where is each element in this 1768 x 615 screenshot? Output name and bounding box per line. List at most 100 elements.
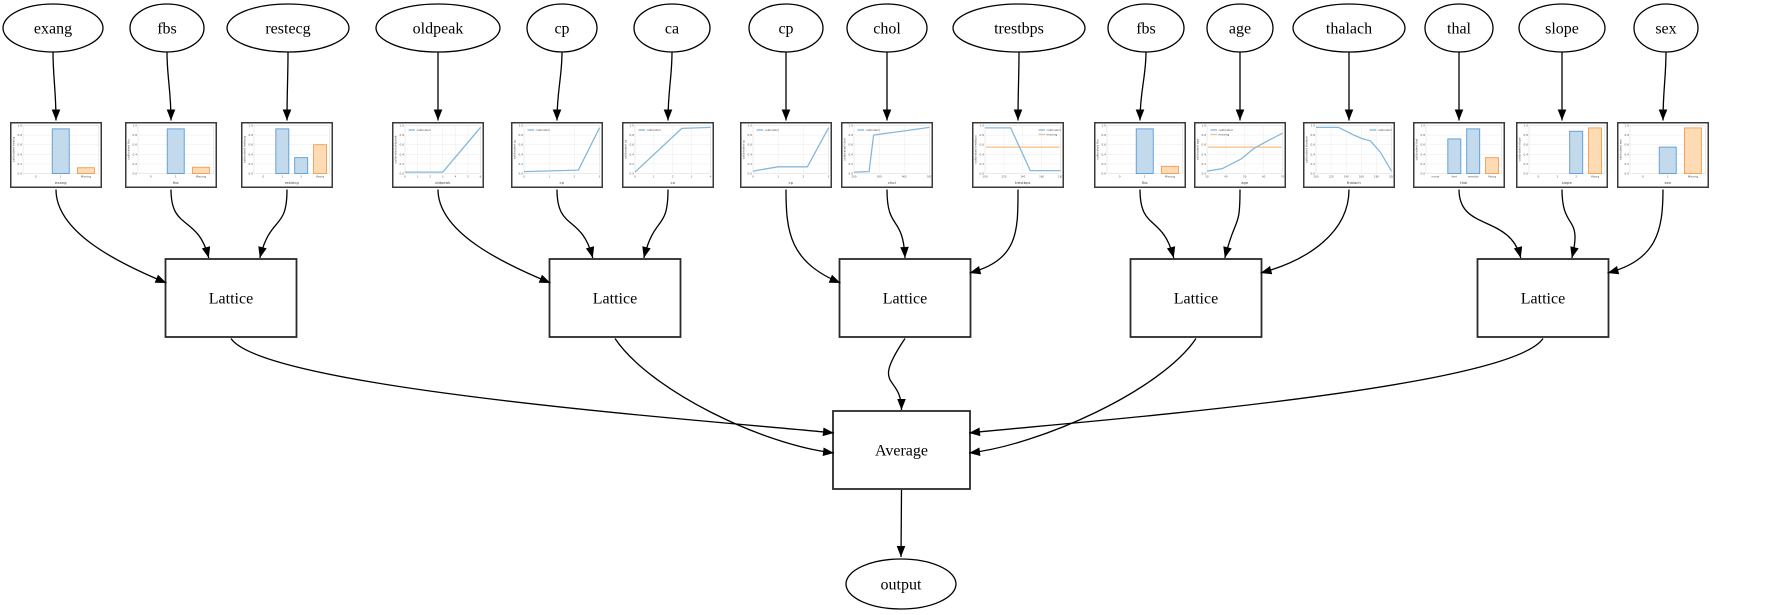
y-tick-label: 0.2	[133, 162, 138, 166]
y-axis-label: calibrated sex	[1619, 139, 1623, 160]
y-tick-label: 0.6	[519, 143, 524, 147]
x-tick-label: 1	[548, 175, 550, 179]
arrowhead-icon	[969, 266, 982, 275]
x-tick-label: 0	[404, 175, 406, 179]
y-axis-label: calibrated thal	[1415, 138, 1419, 160]
y-tick-label: 0.2	[133, 162, 138, 166]
y-tick-label: 1.0	[1625, 124, 1630, 128]
y-tick-label: 0.8	[400, 133, 405, 137]
arrowhead-icon	[166, 109, 176, 121]
y-tick-label: 0.6	[249, 143, 254, 147]
path-shape	[55, 189, 167, 284]
x-tick-label: 120	[1329, 175, 1334, 179]
y-tick-label: 1.0	[849, 124, 854, 128]
legend-label: calibrated	[1047, 128, 1061, 132]
lattice-box	[1129, 258, 1263, 338]
x-tick-label: fixed	[1452, 176, 1458, 179]
x-tick-label: 70	[1281, 175, 1285, 179]
y-tick-label: 0.4	[519, 152, 524, 156]
x-tick-label: 1	[548, 175, 550, 179]
x-tick-label: 2	[672, 175, 674, 179]
y-tick-label: 1.0	[980, 124, 985, 128]
y-tick-label: 0.8	[519, 133, 524, 137]
x-tick-label: 140	[1020, 175, 1025, 179]
y-tick-label: 0.0	[1202, 172, 1207, 176]
x-axis-label: trestbps	[1015, 180, 1031, 185]
x-axis-label: fbs	[1142, 180, 1148, 185]
x-tick-label: 70	[1281, 175, 1285, 179]
edge-chart-to-lattice-1	[170, 189, 211, 259]
feature-label: age	[1229, 21, 1251, 38]
bar-exang-Missing	[76, 167, 95, 174]
y-tick-label: 0.8	[1524, 133, 1529, 137]
y-tick-label: 0.0	[1625, 172, 1630, 176]
lattice-node-1: Lattice	[548, 258, 682, 338]
bar-sex-Missing	[1683, 127, 1702, 174]
y-tick-label: 0.4	[519, 152, 524, 156]
feature-label: thalach	[1326, 21, 1372, 38]
y-tick-label: 1.0	[630, 124, 635, 128]
y-tick-label: 0.4	[630, 152, 635, 156]
y-tick-label: 1.0	[1102, 124, 1107, 128]
y-tick-label: 1.0	[630, 124, 635, 128]
x-tick-label: 1	[777, 175, 779, 179]
path-shape	[230, 338, 835, 434]
y-axis-label: calibrated cp	[742, 140, 746, 160]
y-axis-label: calibrated trestbps	[974, 135, 978, 164]
edge-chart-to-lattice-7	[886, 189, 909, 259]
feature-label: trestbps	[994, 21, 1044, 38]
y-axis-label: calibrated age	[1196, 139, 1200, 161]
x-axis-label: slope	[1562, 180, 1573, 185]
y-tick-label: 0.6	[519, 143, 524, 147]
y-tick-label: 0.8	[249, 133, 254, 137]
y-axis-label: calibrated age	[1196, 139, 1200, 161]
y-tick-label: 0.4	[1102, 152, 1107, 156]
y-tick-label: 1.0	[400, 124, 405, 128]
y-axis-label: calibrated thalach	[1305, 136, 1309, 163]
edge-feature-to-chart-3	[433, 51, 443, 121]
feature-label: cp	[554, 21, 569, 38]
feature-node-2-restecg: restecg	[226, 3, 350, 53]
x-tick-label: normal	[1432, 176, 1440, 179]
y-tick-label: 0.2	[849, 162, 854, 166]
edge-feature-to-chart-6	[781, 52, 791, 121]
average-box	[832, 410, 971, 490]
feature-node-5-ca: ca	[633, 3, 711, 53]
arrowhead-icon	[538, 274, 551, 283]
y-tick-label: 0.8	[630, 133, 635, 137]
lattice-node-4: Lattice	[1476, 258, 1610, 338]
edge-feature-to-chart-2	[282, 51, 292, 121]
feature-label: cp	[778, 21, 793, 38]
feature-node-8-trestbps: trestbps	[952, 3, 1086, 53]
y-tick-label: 0.0	[249, 172, 254, 176]
lattice-label: Lattice	[593, 291, 637, 308]
x-tick-label: 30	[1205, 175, 1209, 179]
x-tick-label: 0	[634, 175, 636, 179]
x-tick-label: 2	[300, 175, 302, 179]
y-tick-label: 0.0	[133, 172, 138, 176]
y-axis-label: calibrated fbs	[1096, 139, 1100, 160]
y-axis-label: calibrated oldpeak	[394, 135, 398, 163]
x-tick-label: Missing	[1165, 175, 1176, 179]
path-shape	[1224, 189, 1241, 259]
y-tick-label: 0.2	[849, 162, 854, 166]
x-tick-label: 200	[1389, 175, 1394, 179]
x-tick-label: 1	[653, 175, 655, 179]
x-axis-label: cp	[560, 180, 565, 185]
edge-feature-to-chart-4	[552, 51, 563, 121]
path-shape	[968, 338, 1544, 434]
x-tick-label: reversible	[1468, 176, 1479, 179]
y-axis-label: calibrated cp	[513, 140, 517, 160]
arrowhead-icon	[1557, 109, 1567, 121]
y-tick-label: 1.0	[980, 124, 985, 128]
x-tick-label: 3	[442, 175, 444, 179]
path-shape	[1260, 189, 1350, 274]
edge-chart-to-lattice-11	[1260, 189, 1350, 275]
path-shape	[1139, 189, 1175, 259]
y-tick-label: 0.6	[18, 143, 23, 147]
x-tick-label: 30	[1205, 175, 1209, 179]
